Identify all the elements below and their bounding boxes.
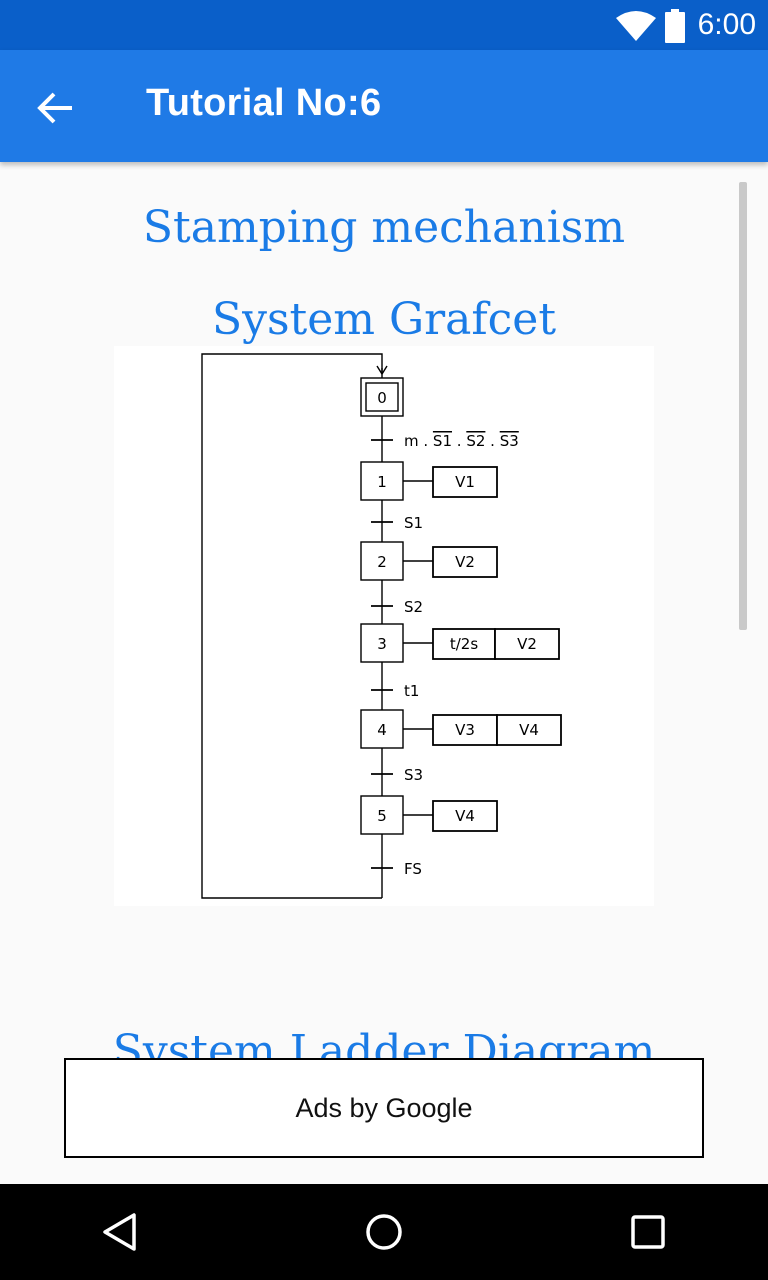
- battery-icon: [664, 9, 686, 47]
- grafcet-step-box: [360, 709, 404, 749]
- grafcet-step-box: [360, 461, 404, 501]
- grafcet-transition-label: S3: [404, 766, 423, 784]
- grafcet-action-box: [494, 628, 560, 660]
- grafcet-action-box: [432, 628, 496, 660]
- grafcet-step-label: 3: [377, 635, 387, 653]
- page-title: Tutorial No:6: [146, 82, 382, 124]
- grafcet-action-label: t/2s: [450, 635, 478, 653]
- grafcet-transition-label: m . S1 . S2 . S3: [404, 432, 519, 450]
- grafcet-action-label: V3: [455, 721, 475, 739]
- grafcet-transition-label: S1: [404, 514, 423, 532]
- grafcet-transition-label: t1: [404, 682, 419, 700]
- grafcet-transition-label: S2: [404, 598, 423, 616]
- grafcet-step-label: 5: [377, 807, 387, 825]
- status-bar: 6:00: [0, 0, 768, 50]
- arrow-back-icon: [37, 92, 72, 124]
- grafcet-action-label: V4: [519, 721, 539, 739]
- grafcet-action-box: [432, 714, 498, 746]
- grafcet-action-box: [496, 714, 562, 746]
- recents-square-icon: [631, 1215, 665, 1249]
- grafcet-step-label: 4: [377, 721, 387, 739]
- grafcet-action-label: V2: [517, 635, 537, 653]
- grafcet-loop-line: [201, 353, 383, 899]
- navigation-bar: [0, 1184, 768, 1280]
- grafcet-action-label: V2: [455, 553, 475, 571]
- grafcet-action-label: V1: [455, 473, 475, 491]
- nav-recents-button[interactable]: [628, 1212, 668, 1252]
- ad-banner[interactable]: Ads by Google: [64, 1058, 704, 1158]
- grafcet-step-label: 2: [377, 553, 387, 571]
- back-triangle-icon: [103, 1213, 136, 1251]
- nav-home-button[interactable]: [364, 1212, 404, 1252]
- nav-back-button[interactable]: [100, 1212, 140, 1252]
- back-button[interactable]: [34, 86, 78, 130]
- ad-label: Ads by Google: [295, 1093, 473, 1123]
- grafcet-action-box: [432, 546, 498, 578]
- heading-stamping-mechanism: Stamping mechanism: [142, 202, 626, 253]
- wifi-icon: [616, 10, 656, 46]
- home-circle-icon: [366, 1214, 402, 1250]
- grafcet-step-box: [360, 541, 404, 581]
- status-time: 6:00: [697, 8, 756, 41]
- grafcet-loop-arrow: [376, 365, 388, 376]
- grafcet-action-box: [432, 466, 498, 498]
- grafcet-initial-step-inner: [365, 382, 399, 412]
- grafcet-transition-label: FS: [404, 860, 422, 878]
- grafcet-action-label: V4: [455, 807, 475, 825]
- scrollbar[interactable]: [739, 182, 747, 630]
- grafcet-step-label: 1: [377, 473, 387, 491]
- heading-system-grafcet: System Grafcet: [211, 294, 557, 345]
- grafcet-step-box: [360, 795, 404, 835]
- grafcet-step-label: 0: [377, 389, 387, 407]
- app-bar: Tutorial No:6: [0, 50, 768, 162]
- grafcet-action-box: [432, 800, 498, 832]
